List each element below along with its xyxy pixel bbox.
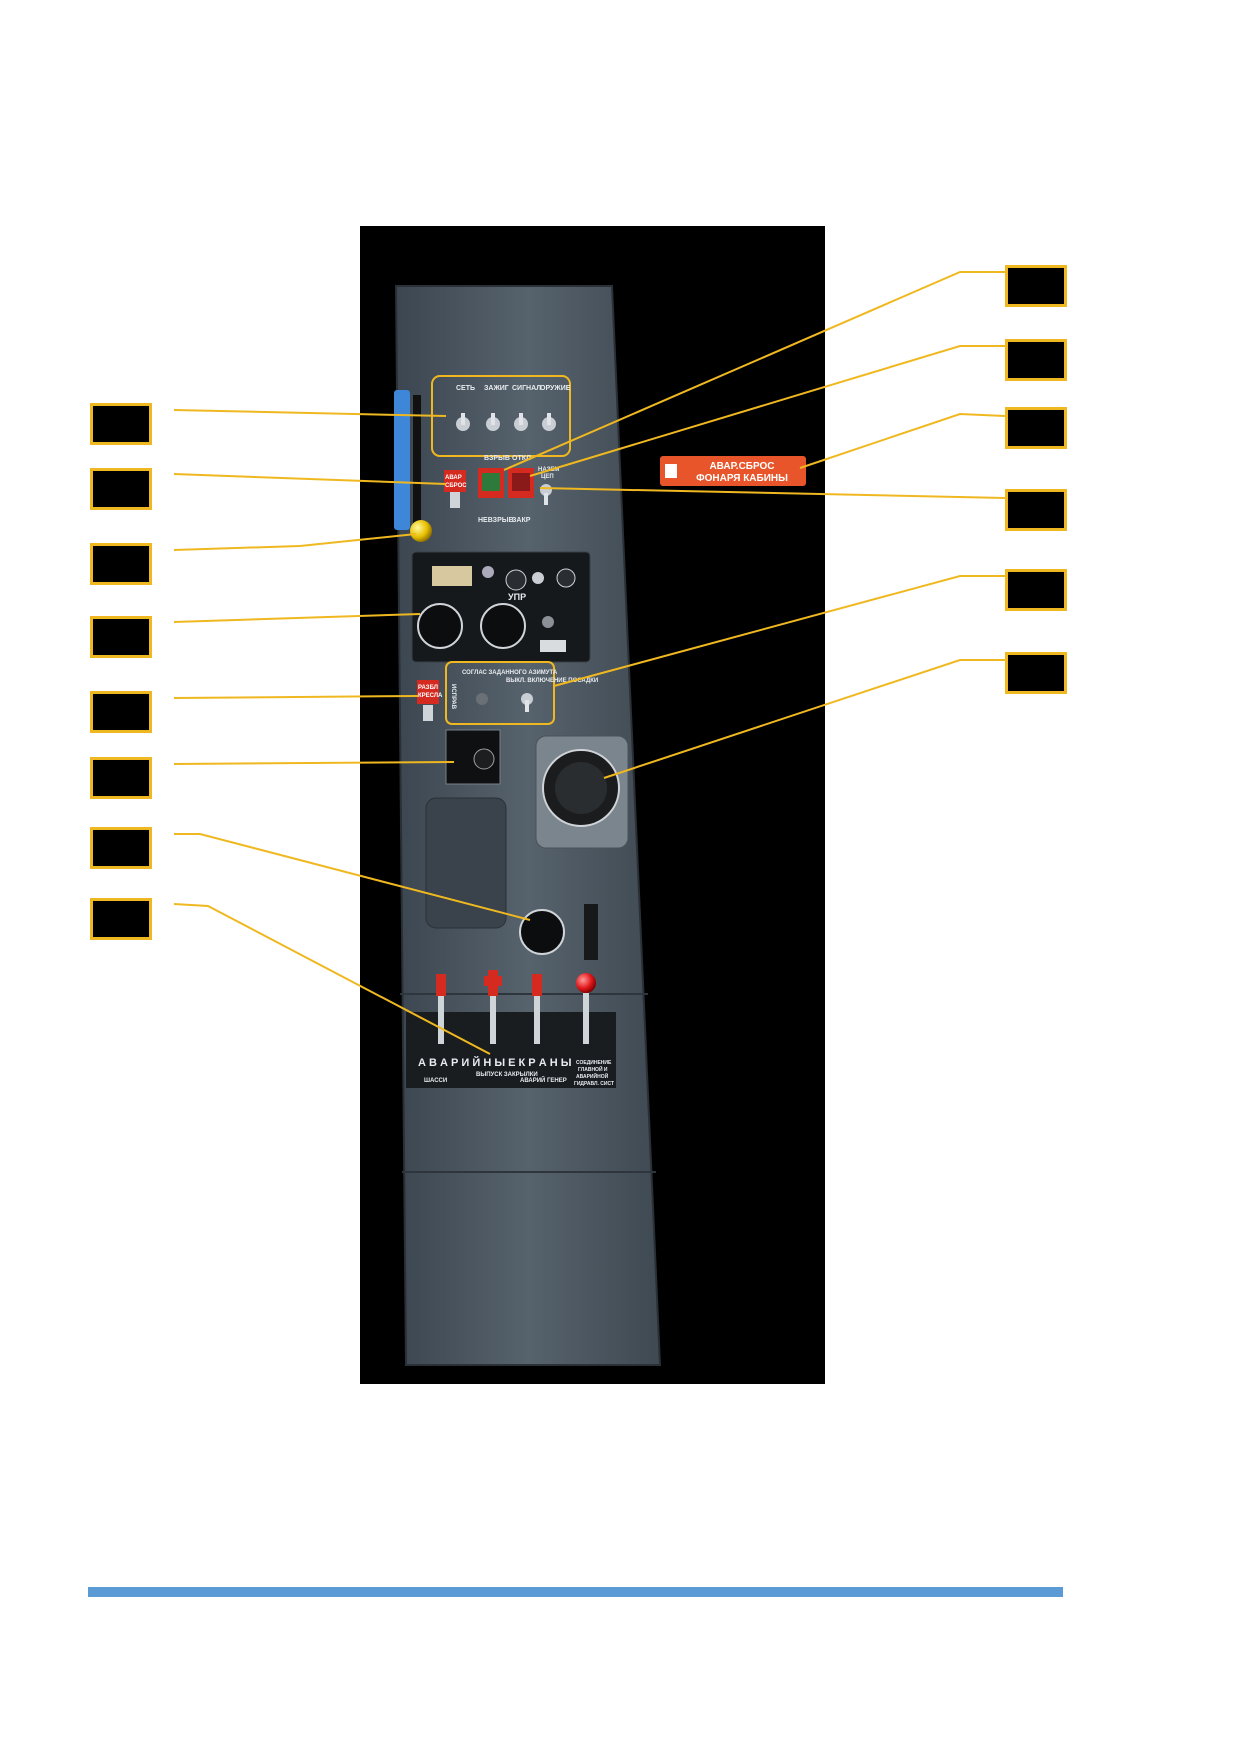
toggle-switch-set[interactable] <box>456 413 470 431</box>
zakr-label: ЗАКР <box>512 517 531 524</box>
callout-box-12 <box>1005 489 1067 531</box>
leader-line-14 <box>603 659 1005 779</box>
valve-lever-shassi[interactable] <box>436 974 446 1044</box>
callout-box-1 <box>90 403 152 445</box>
leader-line-12 <box>539 487 1006 499</box>
upr-knob[interactable] <box>505 569 527 591</box>
callout-box-9 <box>1005 265 1067 307</box>
radio-frequency-window <box>432 566 472 586</box>
leader-line-9 <box>503 271 1005 471</box>
toggle-switch-zazhig[interactable] <box>486 413 500 431</box>
callout-box-4 <box>90 616 152 658</box>
razbl-label-1: РАЗБЛ <box>418 685 438 691</box>
gauge-placard <box>584 904 598 960</box>
leader-line-5 <box>173 695 419 699</box>
avar-sbros-cover[interactable] <box>444 470 466 492</box>
canopy-jettison-handle[interactable] <box>660 456 806 486</box>
leader-line-11 <box>799 412 1006 469</box>
access-door <box>425 797 507 929</box>
channel-dial-right[interactable] <box>480 603 526 649</box>
leader-line-10 <box>529 345 1005 477</box>
small-gauge <box>519 909 565 955</box>
callout-box-13 <box>1005 569 1067 611</box>
valve-lever-zakrylki[interactable] <box>484 970 502 1044</box>
leader-line-7 <box>174 833 531 921</box>
leader-line-4 <box>173 613 421 623</box>
gyro-box-outline <box>445 661 555 725</box>
azimuth-lamp <box>476 693 488 705</box>
channel-dial-left[interactable] <box>417 603 463 649</box>
valve-lever-gener[interactable] <box>532 974 542 1044</box>
callout-box-14 <box>1005 652 1067 694</box>
switch-label-oruzhie: ОРУЖИЕ <box>540 385 571 392</box>
callout-lines-right <box>503 271 1006 779</box>
valve-label-gener: АВАРИЙ ГЕНЕР <box>520 1076 567 1084</box>
leader-line-3 <box>173 533 417 551</box>
hydraulic-label-3: АВАРИЙНОЙ <box>576 1072 609 1080</box>
valve-label-zakrylki: ВЫПУСК ЗАКРЫЛКИ <box>476 1072 538 1078</box>
callout-lines-left <box>173 409 531 1055</box>
hydraulic-label-4: ГИДРАВЛ. СИСТ <box>574 1081 614 1087</box>
razbl-kresla-switch[interactable] <box>423 705 433 721</box>
yellow-knob <box>410 520 432 542</box>
toggle-switch-oruzhie[interactable] <box>542 413 556 431</box>
nazem-toggle[interactable] <box>540 484 552 505</box>
leader-line-8 <box>173 903 491 1055</box>
gyro-label-azimuth: СОГЛАС ЗАДАННОГО АЗИМУТА <box>462 670 558 676</box>
callout-box-3 <box>90 543 152 585</box>
otkl-button[interactable] <box>512 473 530 491</box>
toggle-switch-signal[interactable] <box>514 413 528 431</box>
lever-slot <box>413 395 421 530</box>
callout-box-8 <box>90 898 152 940</box>
emergency-valves-title: А В А Р И Й Н Ы Е К Р А Н Ы <box>418 1056 572 1069</box>
radio-toggle[interactable] <box>532 572 544 584</box>
rheostat-knob[interactable] <box>473 748 495 770</box>
compass-center <box>555 762 607 814</box>
leader-line-6 <box>173 761 455 765</box>
ispr-vertical-label: ИСПРАВ <box>450 684 456 710</box>
razbl-kresla-cover[interactable] <box>417 680 439 704</box>
radio-mode-knob[interactable] <box>556 568 576 588</box>
razbl-label-2: КРЕСЛА <box>418 693 443 699</box>
hydraulic-label-2: ГЛАВНОЙ И <box>578 1065 608 1073</box>
callout-box-2 <box>90 468 152 510</box>
nevzryv-label: НЕВЗРЫВ <box>478 517 514 524</box>
hydraulic-label-1: СОЕДИНЕНИЕ <box>576 1060 612 1066</box>
switch-label-signal: СИГНАЛ <box>512 385 541 392</box>
leader-line-1 <box>173 409 447 417</box>
callout-box-10 <box>1005 339 1067 381</box>
leader-line-2 <box>173 473 447 485</box>
avar-sbros-label-2: СБРОС <box>445 483 467 489</box>
radio-placard <box>540 640 566 652</box>
otkl-top-label: ОТКЛ <box>512 455 531 462</box>
blue-lever <box>394 390 410 530</box>
switch-label-set: СЕТЬ <box>456 385 475 392</box>
canopy-handle-line1: АВАР.СБРОС <box>709 461 774 472</box>
page-footer-rule <box>88 1587 1063 1597</box>
nazem-label-2: ЦЕП <box>541 474 554 480</box>
gyro-label-posadki: ВЫКЛ. ВКЛЮЧЕНИЕ ПОСАДКИ <box>506 678 598 684</box>
callout-box-6 <box>90 757 152 799</box>
callout-box-7 <box>90 827 152 869</box>
avar-sbros-switch[interactable] <box>450 492 460 508</box>
canopy-handle-line2: ФОНАРЯ КАБИНЫ <box>696 473 788 484</box>
callout-box-5 <box>90 691 152 733</box>
radio-knob-small[interactable] <box>482 566 494 578</box>
leader-line-13 <box>553 575 1005 687</box>
vzryv-top-label: ВЗРЫВ <box>484 455 510 462</box>
upr-label: УПР <box>508 592 526 602</box>
valve-lever-hydraulic[interactable] <box>576 973 596 1044</box>
valve-label-shassi: ШАССИ <box>424 1078 447 1084</box>
avar-sbros-label-1: АВАР <box>445 475 462 481</box>
posadki-toggle[interactable] <box>521 693 533 712</box>
vzryv-button[interactable] <box>482 473 500 491</box>
callout-box-11 <box>1005 407 1067 449</box>
switch-label-zazhig: ЗАЖИГ <box>484 385 509 392</box>
radio-jack <box>542 616 554 628</box>
